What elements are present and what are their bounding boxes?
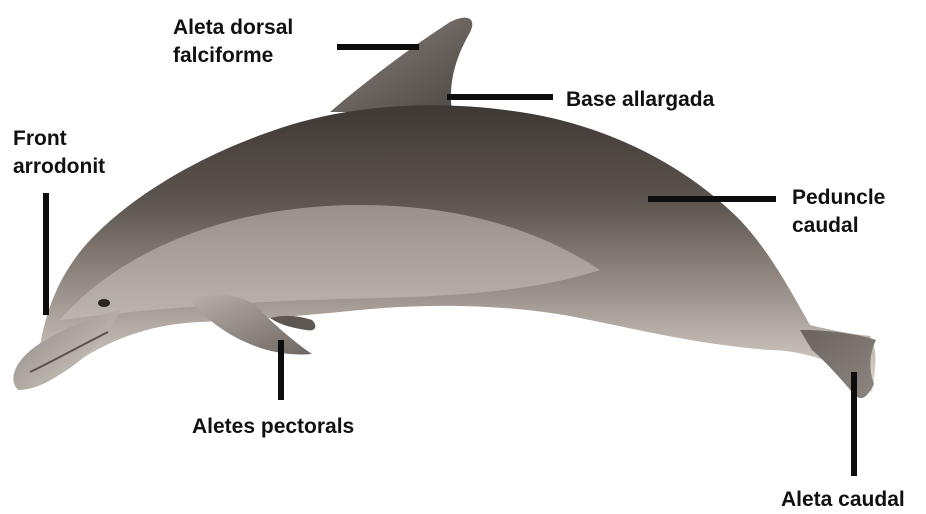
peduncle-leader-line [648, 196, 776, 202]
tail-fin-leader-line [851, 372, 857, 476]
forehead-label-line2: arrodonit [13, 153, 105, 181]
broad-base-label: Base allargada [566, 86, 714, 114]
peduncle-label-line2: caudal [792, 212, 885, 240]
broad-base-leader-line [447, 94, 553, 100]
dorsal-fin-label: Aleta dorsal falciforme [173, 14, 293, 70]
dorsal-fin-label-line1: Aleta dorsal [173, 14, 293, 42]
dorsal-fin-label-line2: falciforme [173, 42, 293, 70]
forehead-leader-line [43, 193, 49, 315]
forehead-label: Front arrodonit [13, 125, 105, 181]
peduncle-label-line1: Peduncle [792, 184, 885, 212]
pectoral-fins-leader-line [278, 340, 284, 400]
tail-fin-label: Aleta caudal [781, 486, 905, 514]
forehead-label-line1: Front [13, 125, 105, 153]
tail-fin-shape [800, 330, 876, 398]
eye-shape [98, 299, 110, 307]
pectoral-fins-label: Aletes pectorals [192, 413, 354, 441]
dorsal-fin-leader-line [337, 44, 419, 50]
peduncle-label: Peduncle caudal [792, 184, 885, 240]
